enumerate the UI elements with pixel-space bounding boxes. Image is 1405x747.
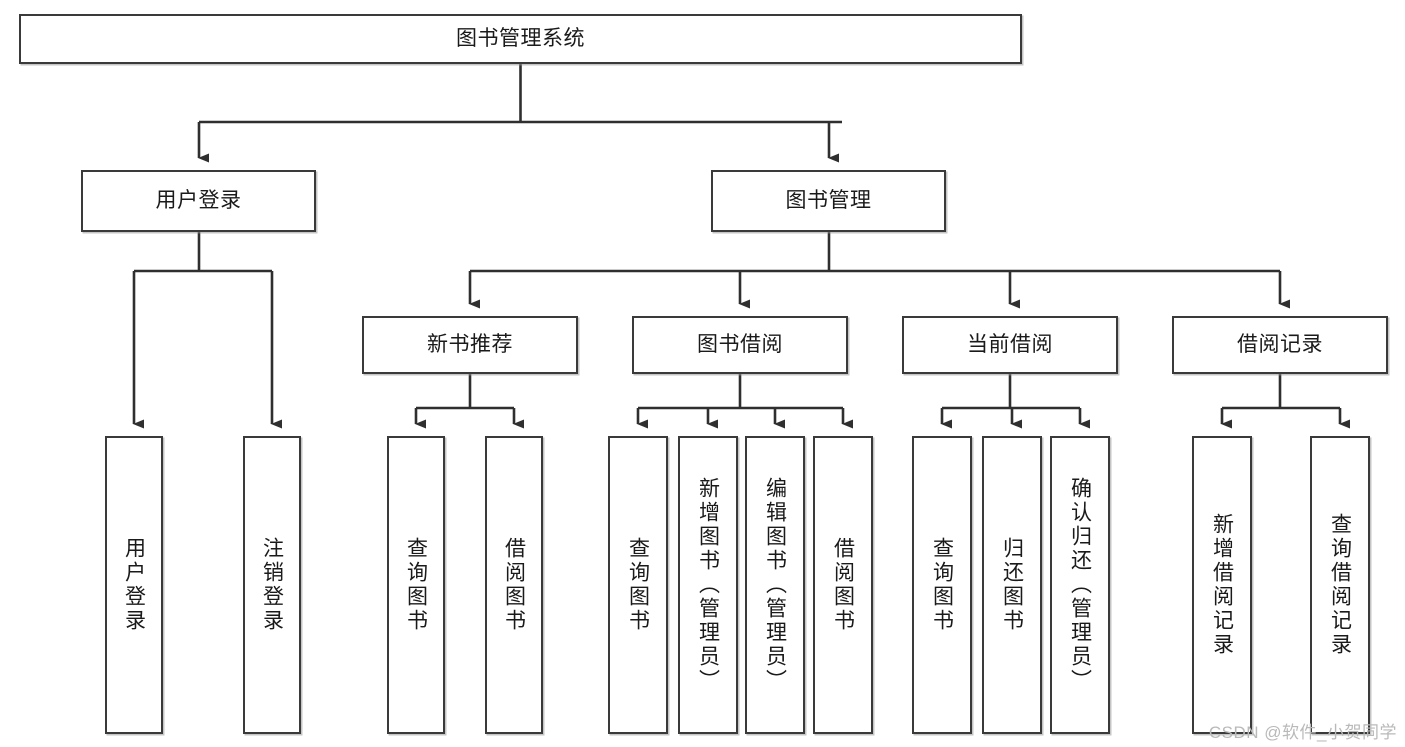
node-leaf-borrow-book-b[interactable]: 借阅图书	[813, 436, 873, 734]
node-current-borrow-label: 当前借阅	[967, 332, 1053, 356]
node-leaf-query-book-a-label: 查询图书	[404, 537, 428, 633]
node-borrow-records[interactable]: 借阅记录	[1172, 316, 1388, 374]
node-new-book-recommend[interactable]: 新书推荐	[362, 316, 578, 374]
node-leaf-add-book-label: 新增图书（管理员）	[696, 477, 720, 693]
node-user-login[interactable]: 用户登录	[81, 170, 316, 232]
node-leaf-edit-book[interactable]: 编辑图书（管理员）	[745, 436, 805, 734]
node-leaf-query-record-label: 查询借阅记录	[1328, 513, 1352, 657]
node-leaf-borrow-book-a[interactable]: 借阅图书	[485, 436, 543, 734]
node-leaf-user-login-label: 用户登录	[122, 537, 146, 633]
node-leaf-return-book-label: 归还图书	[1000, 537, 1024, 633]
node-leaf-edit-book-label: 编辑图书（管理员）	[763, 477, 787, 693]
node-leaf-confirm-return[interactable]: 确认归还（管理员）	[1050, 436, 1110, 734]
node-book-management[interactable]: 图书管理	[711, 170, 946, 232]
node-user-login-label: 用户登录	[155, 188, 242, 212]
node-book-borrow[interactable]: 图书借阅	[632, 316, 848, 374]
node-borrow-records-label: 借阅记录	[1237, 332, 1323, 356]
node-leaf-query-book-b[interactable]: 查询图书	[608, 436, 668, 734]
node-book-borrow-label: 图书借阅	[697, 332, 783, 356]
node-current-borrow[interactable]: 当前借阅	[902, 316, 1118, 374]
node-leaf-borrow-book-a-label: 借阅图书	[502, 537, 526, 633]
node-new-book-recommend-label: 新书推荐	[427, 332, 513, 356]
node-leaf-query-record[interactable]: 查询借阅记录	[1310, 436, 1370, 734]
node-leaf-add-record[interactable]: 新增借阅记录	[1192, 436, 1252, 734]
node-leaf-query-book-b-label: 查询图书	[626, 537, 650, 633]
node-leaf-add-record-label: 新增借阅记录	[1210, 513, 1234, 657]
watermark-text: CSDN @软件_小贺同学	[1208, 723, 1397, 742]
node-leaf-logout-label: 注销登录	[260, 537, 284, 633]
node-root[interactable]: 图书管理系统	[19, 14, 1022, 64]
node-book-management-label: 图书管理	[785, 188, 872, 212]
node-leaf-query-book-c-label: 查询图书	[930, 537, 954, 633]
node-leaf-logout[interactable]: 注销登录	[243, 436, 301, 734]
node-leaf-user-login[interactable]: 用户登录	[105, 436, 163, 734]
node-leaf-query-book-c[interactable]: 查询图书	[912, 436, 972, 734]
node-leaf-query-book-a[interactable]: 查询图书	[387, 436, 445, 734]
node-leaf-borrow-book-b-label: 借阅图书	[831, 537, 855, 633]
node-leaf-confirm-return-label: 确认归还（管理员）	[1068, 477, 1092, 693]
node-root-label: 图书管理系统	[456, 26, 585, 50]
node-leaf-add-book[interactable]: 新增图书（管理员）	[678, 436, 738, 734]
node-leaf-return-book[interactable]: 归还图书	[982, 436, 1042, 734]
